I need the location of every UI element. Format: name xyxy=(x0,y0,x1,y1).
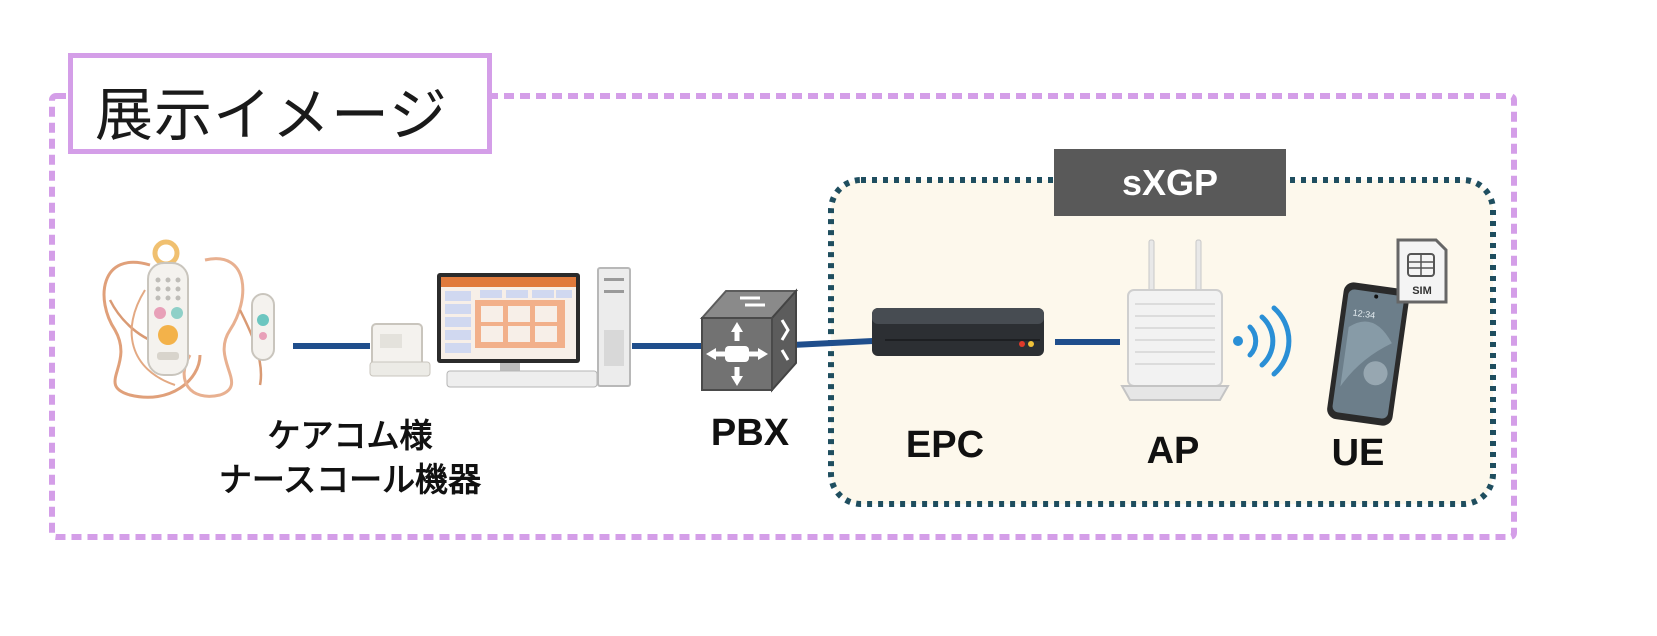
nurse-call-label: ケアコム様 ナースコール機器 xyxy=(190,414,510,502)
title-box: 展示イメージ xyxy=(68,53,492,154)
pbx-label: PBX xyxy=(710,412,790,454)
sxgp-label: sXGP xyxy=(1121,162,1219,203)
nurse-call-label-line1: ケアコム様 xyxy=(267,416,433,455)
pbx-cube-icon xyxy=(699,288,799,393)
epc-label: EPC xyxy=(905,424,985,466)
link-pbx-epc xyxy=(791,338,874,348)
sim-card-icon: SIM xyxy=(1396,238,1448,304)
epc-server-icon xyxy=(872,308,1044,356)
nurse-call-label-line2: ナースコール機器 xyxy=(218,460,482,499)
smartphone-icon: 12:34 xyxy=(1327,282,1410,426)
svg-text:12:34: 12:34 xyxy=(1352,308,1376,321)
nurse-call-handset-icon xyxy=(102,239,275,399)
ap-label: AP xyxy=(1146,430,1200,472)
nurse-station-pc-icon xyxy=(369,267,631,388)
page-title: 展示イメージ xyxy=(95,81,448,149)
sim-label: SIM xyxy=(1412,285,1432,297)
ue-label: UE xyxy=(1331,432,1385,474)
sxgp-tag: sXGP xyxy=(1054,149,1286,216)
outer-region-border xyxy=(49,93,1517,540)
wifi-signal-icon xyxy=(1233,305,1292,377)
ap-router-icon xyxy=(1120,239,1230,401)
